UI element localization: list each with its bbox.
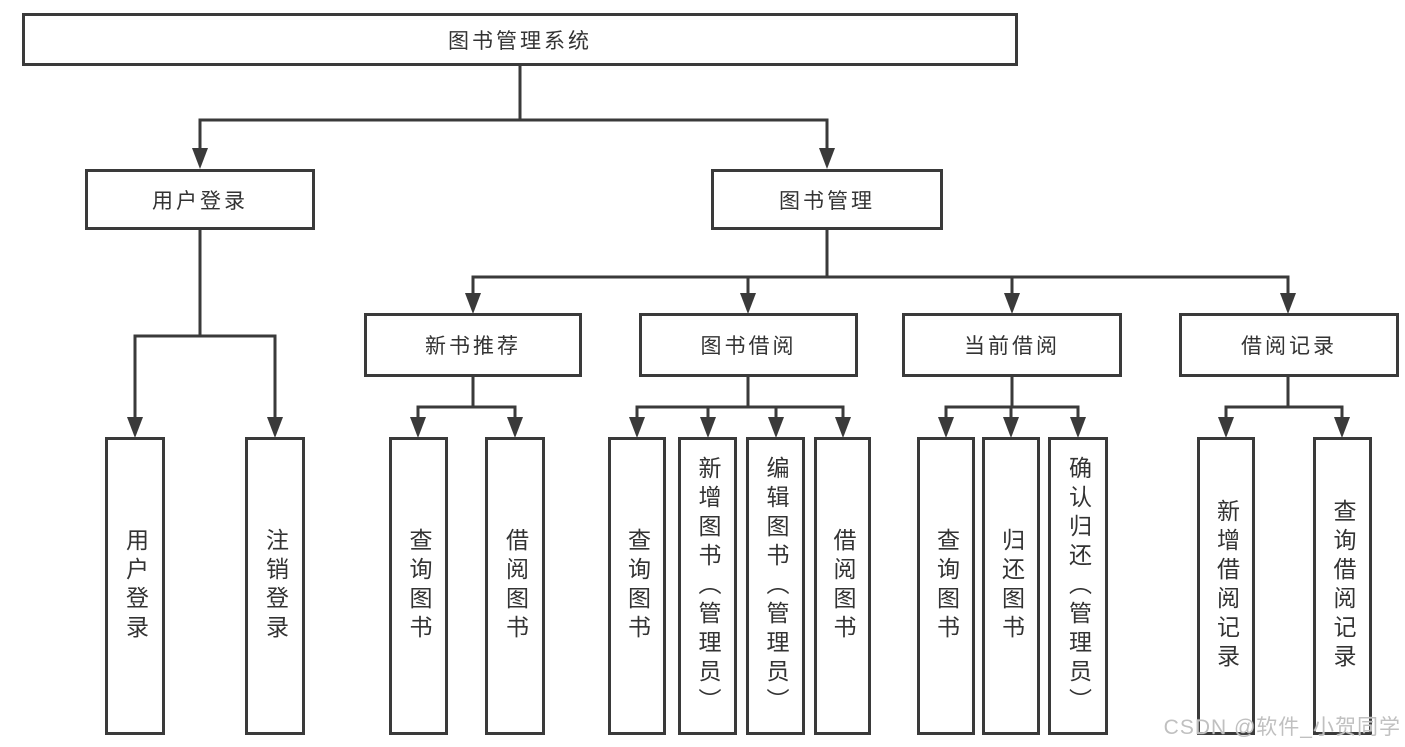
leaf-user-login: 用户登录 xyxy=(105,437,165,735)
section-current-borrow: 当前借阅 xyxy=(902,313,1122,377)
leaf-borrow-books-2: 借阅图书 xyxy=(814,437,871,735)
arrowhead xyxy=(507,417,523,438)
arrowhead xyxy=(127,417,143,438)
leaf-edit-books-admin: 编辑图书（管理员） xyxy=(746,437,805,735)
leaf-query-borrow-record: 查询借阅记录 xyxy=(1313,437,1372,735)
arrowhead xyxy=(192,148,208,169)
leaf-confirm-return-admin: 确认归还（管理员） xyxy=(1048,437,1108,735)
arrowhead xyxy=(410,417,426,438)
connector-new-book-children xyxy=(410,377,523,438)
arrowhead xyxy=(700,417,716,438)
leaf-query-books-1: 查询图书 xyxy=(389,437,448,735)
connector-book-borrow-children xyxy=(629,377,851,438)
leaf-return-books: 归还图书 xyxy=(982,437,1040,735)
arrowhead xyxy=(835,417,851,438)
leaf-borrow-books-1: 借阅图书 xyxy=(485,437,545,735)
arrowhead xyxy=(1280,293,1296,314)
arrowhead xyxy=(267,417,283,438)
connector-borrow-records-children xyxy=(1218,377,1350,438)
arrowhead xyxy=(1218,417,1234,438)
leaf-logout: 注销登录 xyxy=(245,437,305,735)
section-borrow-records: 借阅记录 xyxy=(1179,313,1399,377)
arrowhead xyxy=(768,417,784,438)
leaf-query-books-3: 查询图书 xyxy=(917,437,975,735)
section-book-borrow: 图书借阅 xyxy=(639,313,858,377)
leaf-add-borrow-record: 新增借阅记录 xyxy=(1197,437,1255,735)
arrowhead xyxy=(1004,293,1020,314)
connector-current-borrow-children xyxy=(938,377,1086,438)
arrowhead xyxy=(465,293,481,314)
arrowhead xyxy=(938,417,954,438)
branch-user-login: 用户登录 xyxy=(85,169,315,230)
arrowhead xyxy=(819,148,835,169)
csdn-watermark: CSDN @软件_小贺同学 xyxy=(1163,716,1401,739)
arrowhead xyxy=(1003,417,1019,438)
leaf-add-books-admin: 新增图书（管理员） xyxy=(678,437,737,735)
leaf-query-books-2: 查询图书 xyxy=(608,437,666,735)
arrowhead xyxy=(629,417,645,438)
connector-root-to-branches xyxy=(192,66,835,169)
arrowhead xyxy=(1070,417,1086,438)
section-new-book-recommend: 新书推荐 xyxy=(364,313,582,377)
root-node: 图书管理系统 xyxy=(22,13,1018,66)
connector-user-login-children xyxy=(127,230,283,438)
connector-book-management-sections xyxy=(465,230,1296,314)
branch-book-management: 图书管理 xyxy=(711,169,943,230)
arrowhead xyxy=(1334,417,1350,438)
arrowhead xyxy=(740,293,756,314)
